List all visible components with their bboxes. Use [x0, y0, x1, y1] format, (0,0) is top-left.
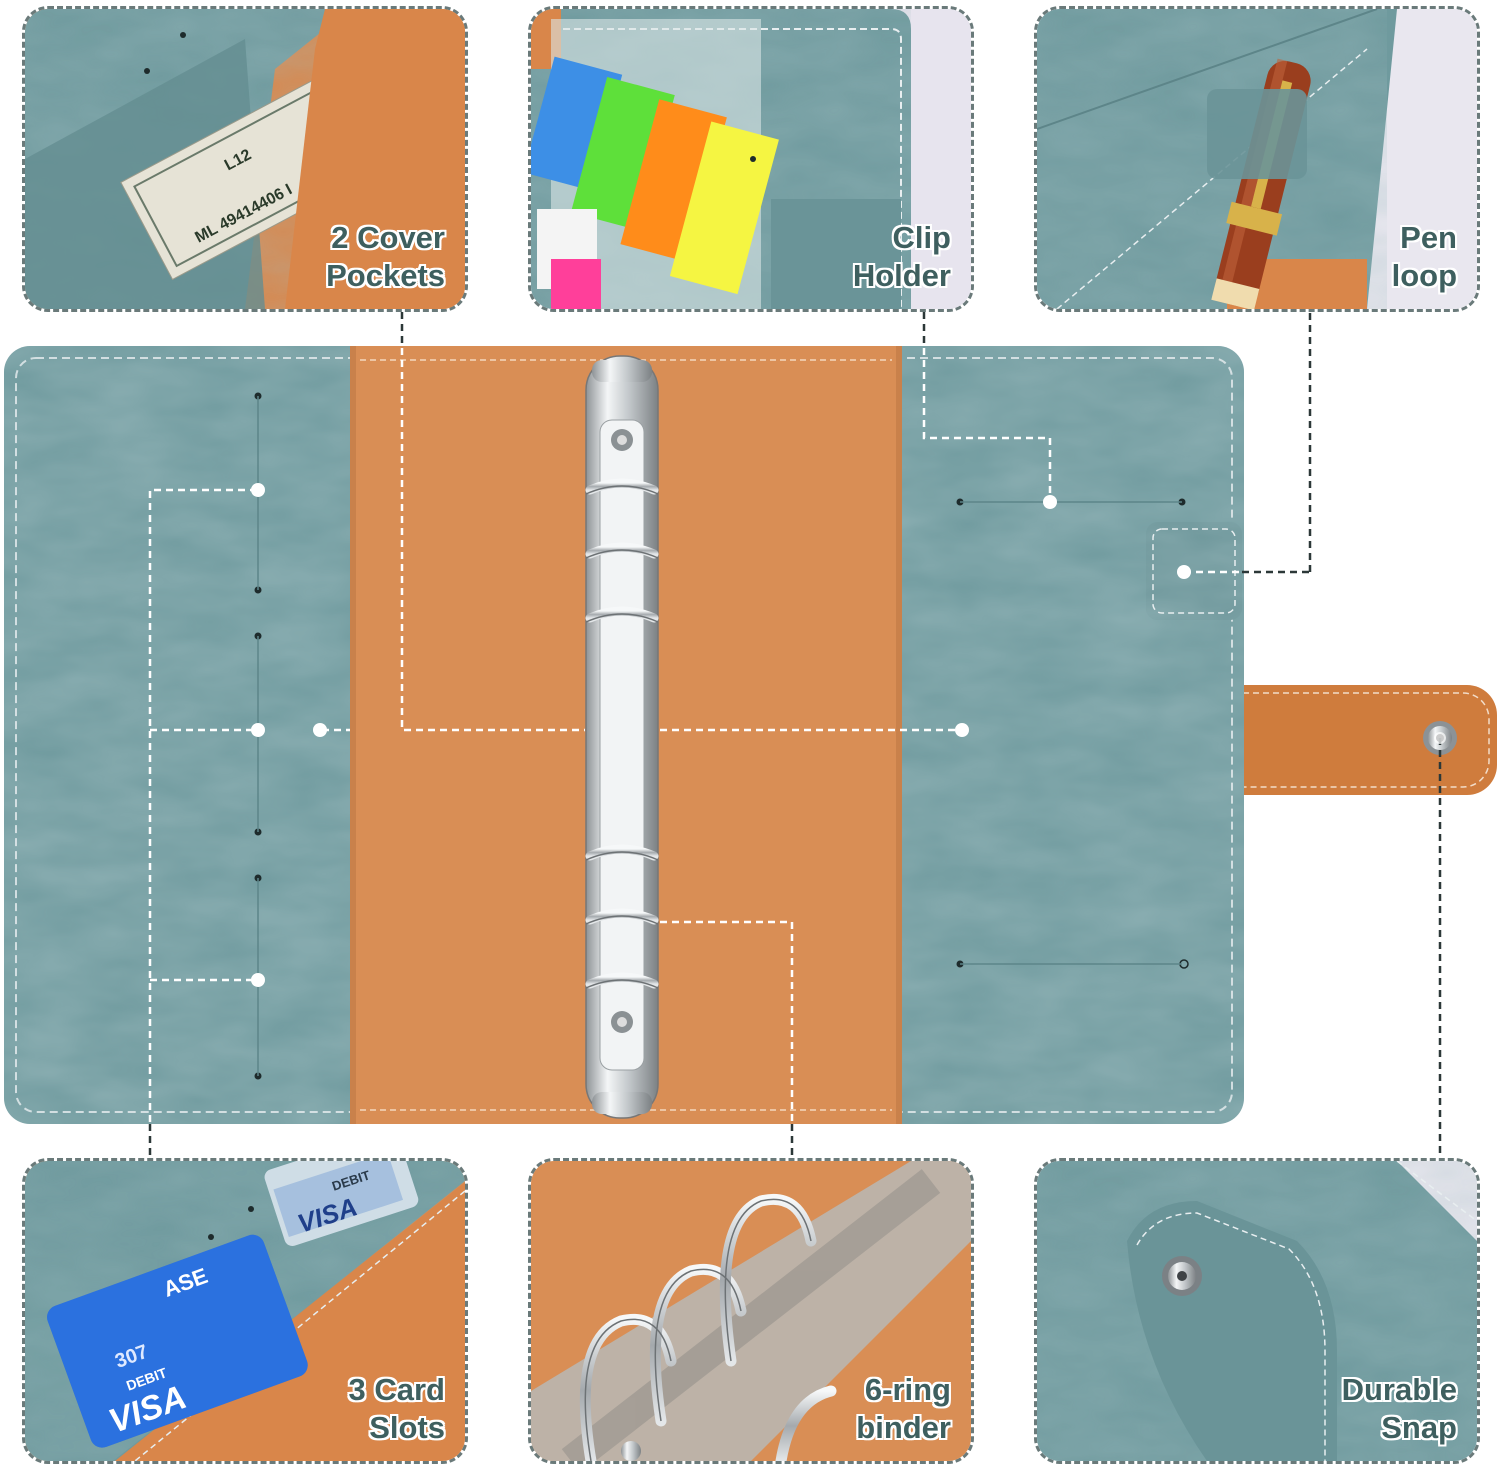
label-ring-binder: 6-ring binder: [856, 1371, 951, 1447]
label-cover-pockets: 2 Cover Pockets: [326, 219, 445, 295]
panel-durable-snap: Durable Snap: [1034, 1158, 1480, 1464]
credit-card-bottom: ASE 307 DEBIT VISA: [47, 1234, 308, 1448]
snap-tab: [1127, 1201, 1337, 1461]
label-line-2: loop: [1391, 258, 1457, 293]
clip-holder-photo: [531, 9, 971, 309]
ring-mechanism: [585, 355, 659, 1119]
label-line-2: Pockets: [326, 258, 445, 293]
panel-pen-loop: Pen loop: [1034, 6, 1480, 312]
label-line-1: Durable: [1341, 1372, 1457, 1407]
panel-clip-holder: Clip Holder: [528, 6, 974, 312]
label-clip-holder: Clip Holder: [853, 219, 951, 295]
panel-ring-binder: 6-ring binder: [528, 1158, 974, 1464]
label-line-2: binder: [856, 1410, 951, 1445]
binder-rings-outline: [585, 485, 659, 989]
label-line-2: Snap: [1381, 1410, 1457, 1445]
binder-rings: [585, 478, 659, 989]
pen-loop-tab: [1146, 522, 1242, 620]
label-line-1: 3 Card: [348, 1372, 445, 1407]
label-line-1: Pen: [1400, 220, 1457, 255]
label-line-2: Slots: [369, 1410, 445, 1445]
callout-dots: [251, 483, 1446, 987]
cover-pockets-photo: 20 ML 49414406 I L12: [25, 9, 465, 309]
sticky-tabs: [531, 19, 779, 309]
label-line-2: Holder: [852, 258, 951, 293]
label-line-1: 2 Cover: [331, 220, 445, 255]
pocket-slot-marks: [956, 498, 1189, 969]
label-pen-loop: Pen loop: [1392, 219, 1457, 295]
pen-loop-photo: [1037, 9, 1477, 309]
panel-cover-pockets: 20 ML 49414406 I L12 2 Cover Pockets: [22, 6, 468, 312]
durable-snap-photo: [1037, 1161, 1477, 1461]
label-line-1: Clip: [892, 220, 951, 255]
callout-lines: [148, 312, 1442, 1158]
ring-binder-photo: [531, 1161, 971, 1461]
label-durable-snap: Durable Snap: [1342, 1371, 1457, 1447]
snap-strap: [1200, 685, 1497, 795]
card-slots-photo: DEBIT VISA ASE 307 DEBIT VISA: [25, 1161, 465, 1461]
label-card-slots: 3 Card Slots: [349, 1371, 445, 1447]
label-line-1: 6-ring: [864, 1372, 951, 1407]
panel-card-slots: DEBIT VISA ASE 307 DEBIT VISA 3 Card Slo…: [22, 1158, 468, 1464]
